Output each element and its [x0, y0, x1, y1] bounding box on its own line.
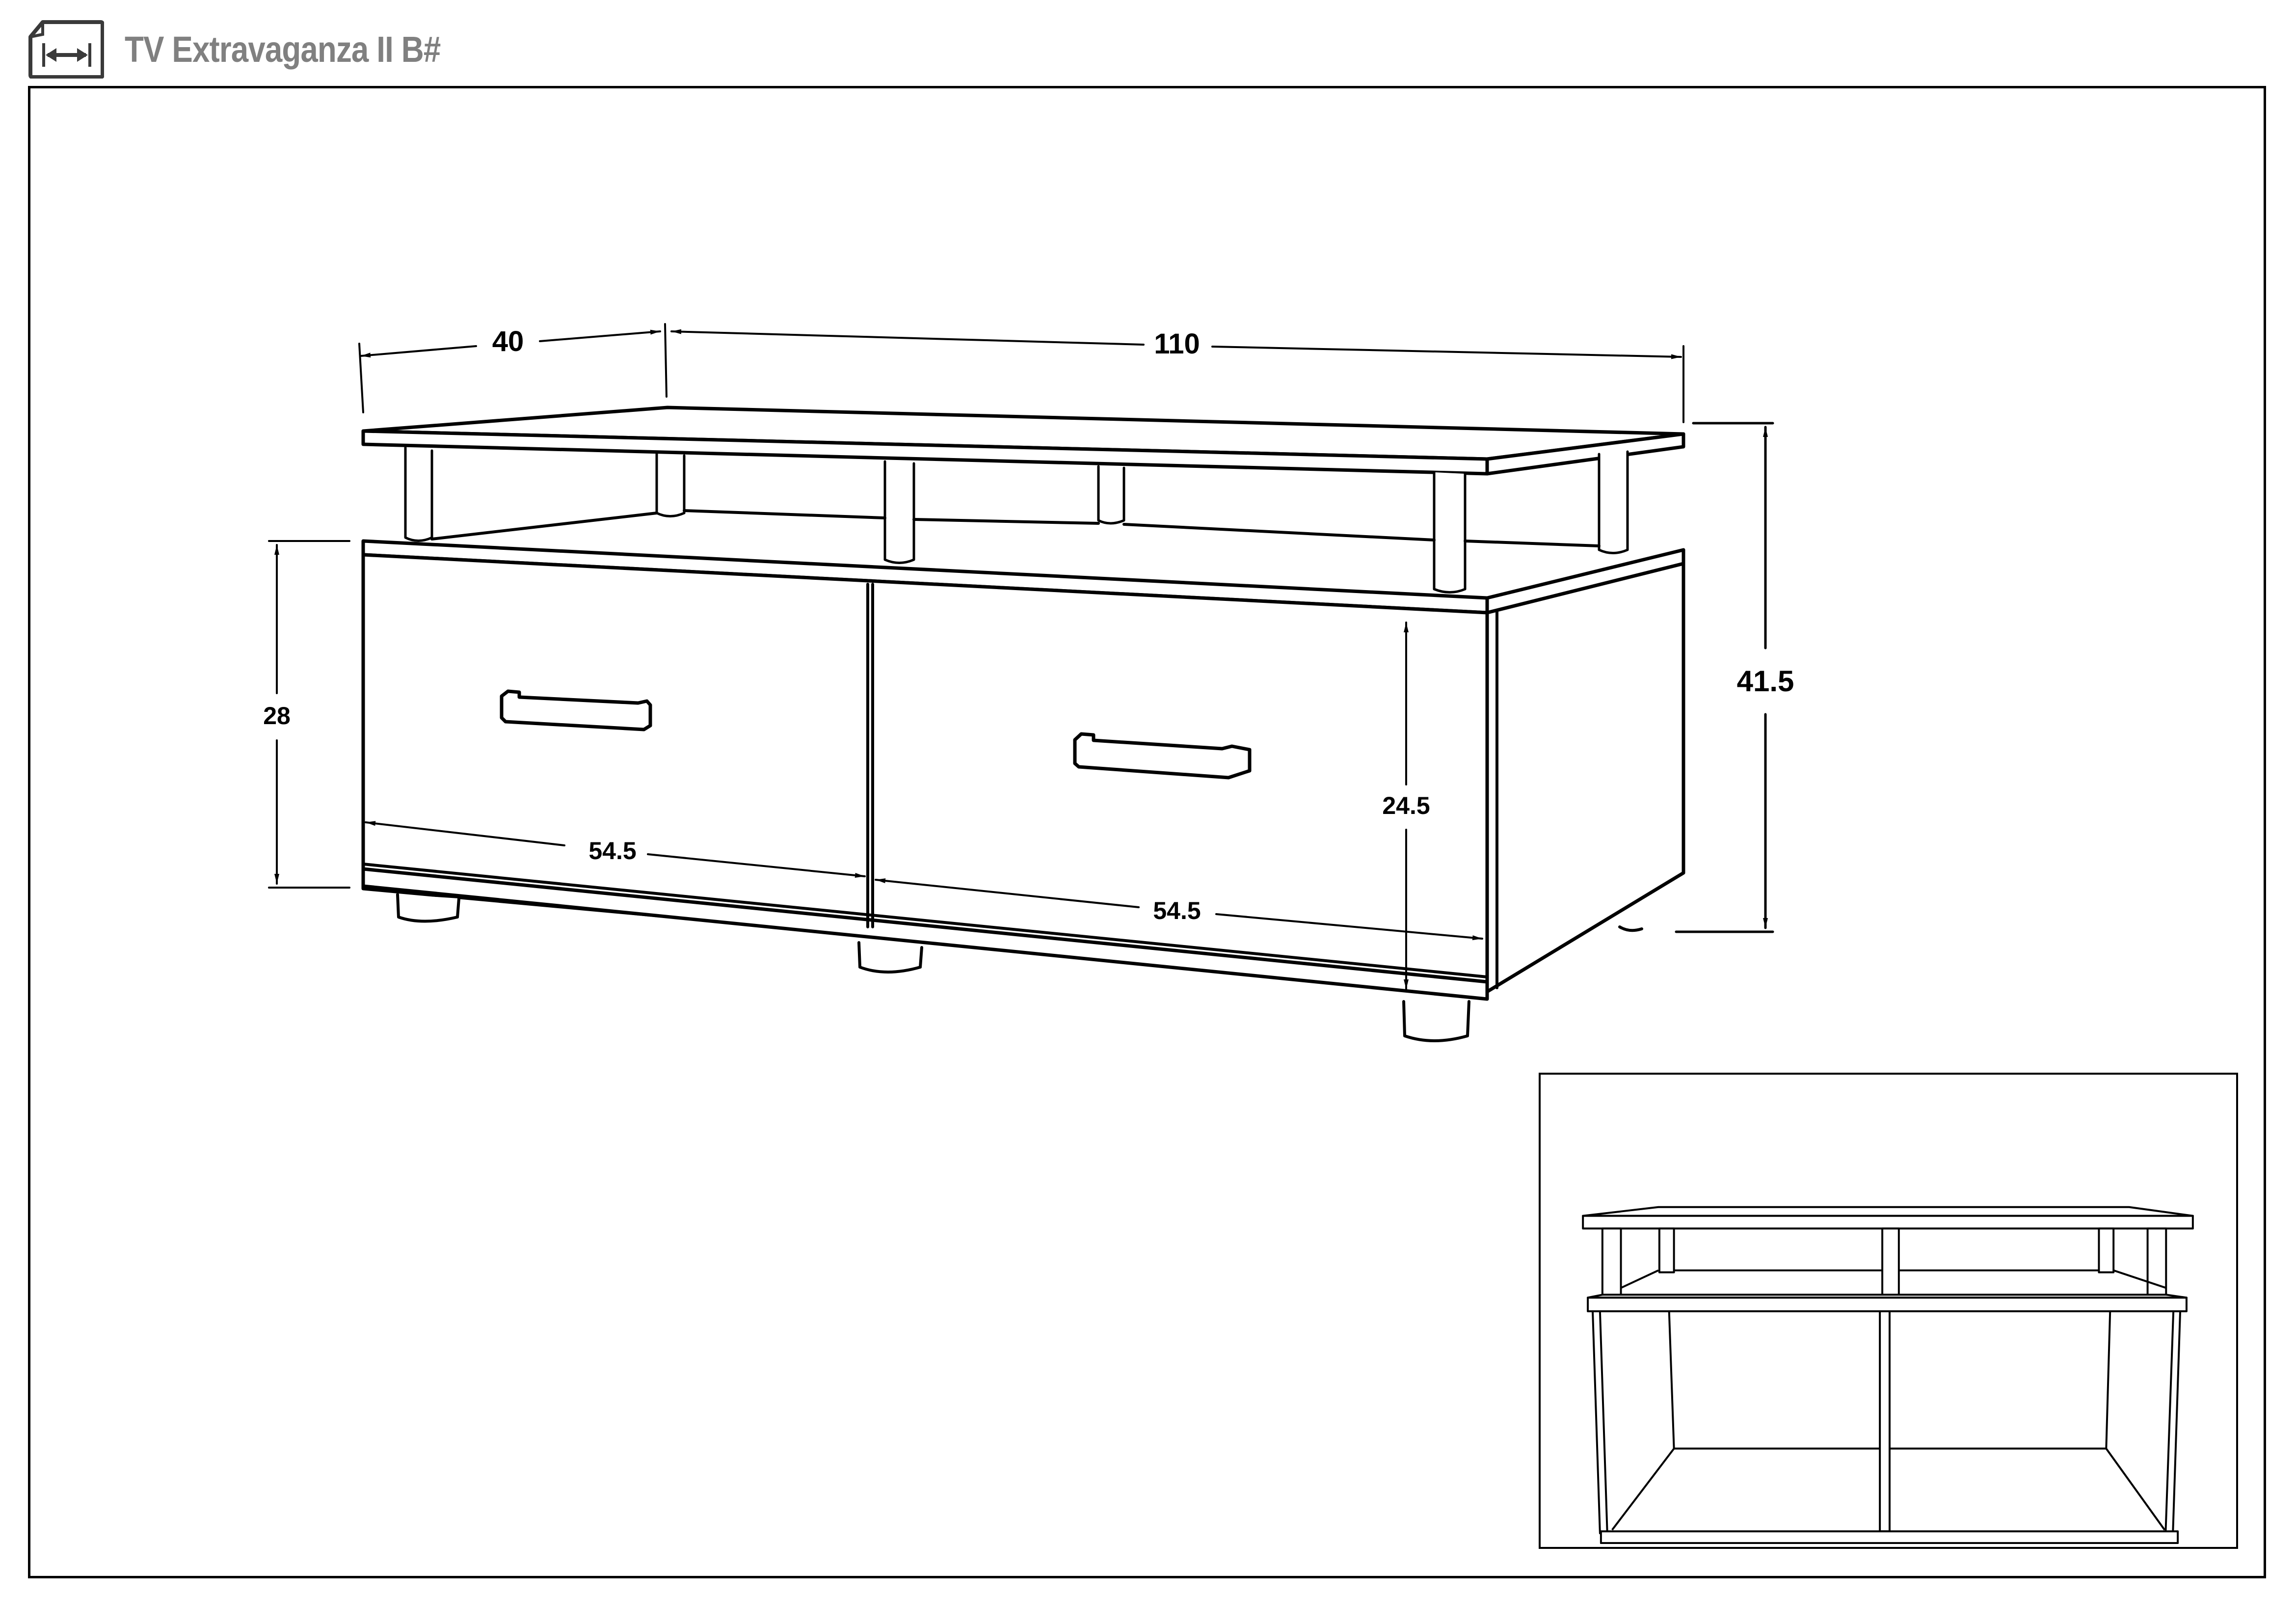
shelf-posts [404, 446, 1629, 594]
dimension-left-drawer-width [365, 821, 866, 878]
cabinet-feet [396, 893, 1643, 1042]
page-header: TV Extravaganza II B# [28, 20, 492, 79]
drawer-handle-right [1073, 732, 1252, 780]
drawer-handle-left [500, 689, 652, 731]
label-drawer-height: 24.5 [1382, 792, 1430, 819]
label-body-height: 28 [263, 702, 291, 730]
label-width: 110 [1154, 328, 1200, 360]
dimension-document-icon [28, 20, 104, 79]
drawer-fronts [362, 583, 1498, 989]
inset-open-cabinet-drawing [1582, 1206, 2194, 1544]
label-total-height: 41.5 [1737, 665, 1794, 698]
label-depth: 40 [492, 325, 524, 357]
dimension-body-height [268, 540, 350, 889]
middle-shelf-back [430, 509, 1601, 547]
label-left-drawer-width: 54.5 [588, 837, 636, 865]
dimension-width [670, 329, 1684, 423]
drawing-frame [28, 86, 2266, 1578]
inset-front-view [1539, 1073, 2238, 1549]
top-shelf [361, 406, 1685, 476]
dimension-right-drawer-width [875, 878, 1483, 941]
label-right-drawer-width: 54.5 [1153, 897, 1201, 924]
dimension-depth [358, 323, 667, 413]
page-title: TV Extravaganza II B# [125, 28, 441, 70]
cabinet-body [361, 539, 1685, 1001]
dimension-total-height [1675, 422, 1774, 933]
